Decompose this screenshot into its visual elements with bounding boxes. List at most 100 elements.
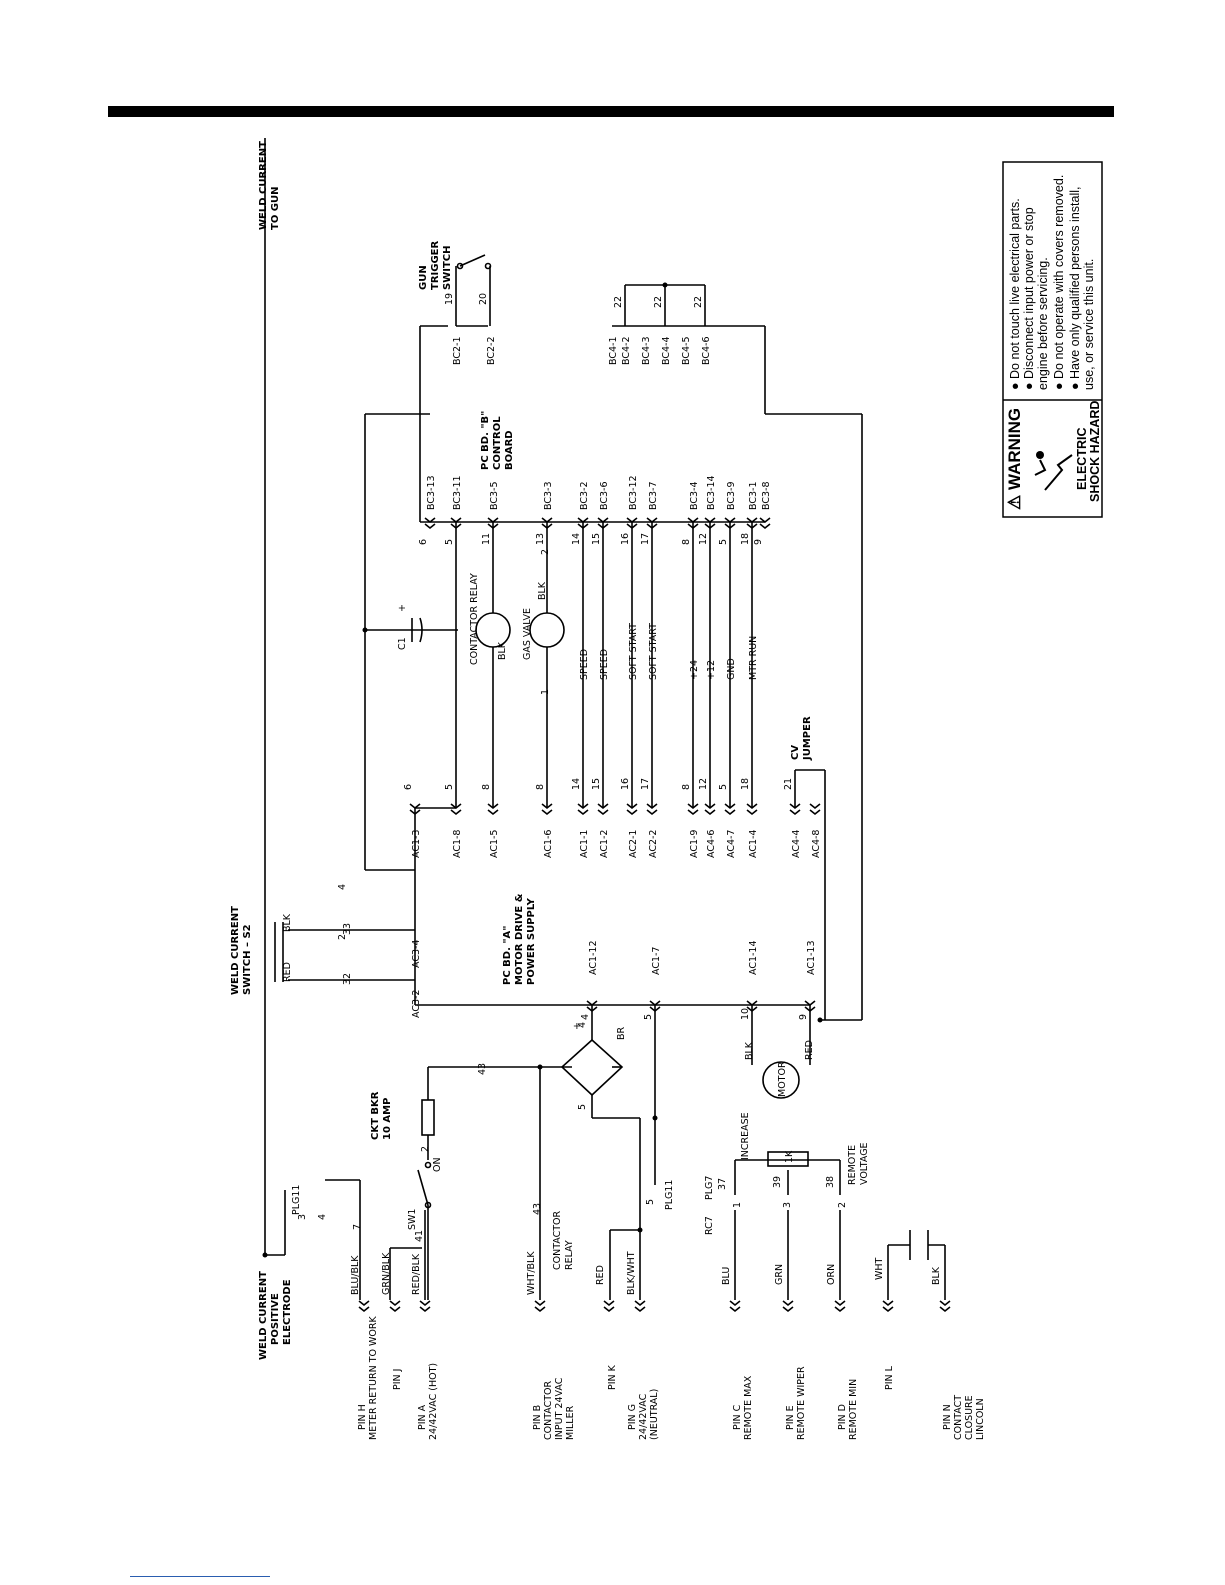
bc4-connector-label: BC4-3 <box>641 337 652 366</box>
bc-wire-number: 6 <box>418 539 429 545</box>
ac-connector-chevron <box>409 803 421 816</box>
motor-symbol <box>762 1061 800 1099</box>
bc-connector-label: BC3-6 <box>599 482 610 511</box>
pin-chevron <box>603 1300 615 1313</box>
pin-label: PIN NCONTACTCLOSURELINCOLN <box>942 1395 986 1440</box>
bc-wire-number: 16 <box>620 533 631 545</box>
misc-wire-label: 4 <box>577 1022 588 1028</box>
bc-connector-chevron <box>746 517 758 530</box>
bc2-connector-label: BC2-1 <box>452 337 463 366</box>
ac-wire-number: 18 <box>740 778 751 790</box>
misc-wire-label: + <box>572 1022 583 1030</box>
contactor-relay-label: CONTACTOR RELAY <box>469 573 480 665</box>
ac-connector-label: AC1-2 <box>599 830 610 858</box>
ac-connector-label: AC1-8 <box>452 830 463 858</box>
misc-wire-label: RED <box>804 1040 815 1060</box>
sw1-switch <box>417 1169 429 1206</box>
ac-wire-number: 16 <box>620 778 631 790</box>
misc-wire-label: 5 <box>577 1104 588 1110</box>
bc-connector-chevron <box>687 517 699 530</box>
bc4-wire-number: 22 <box>693 296 704 308</box>
plg11-top-label: PLG11 <box>291 1185 302 1215</box>
ac1-lower-label: AC1-14 <box>748 940 759 975</box>
increase-label: INCREASE <box>740 1112 751 1160</box>
ac-connector-label: AC4-8 <box>811 830 822 858</box>
remote-voltage-label: REMOTE VOLTAGE <box>847 1142 870 1185</box>
ac-connector-label: AC4-7 <box>726 830 737 858</box>
ac1-lower-chevron <box>586 1000 598 1013</box>
signal-label: MTR RUN <box>748 636 759 680</box>
pot-value-label: 1K <box>784 1150 795 1163</box>
bc-connector-label: BC3-1 <box>748 482 759 511</box>
bc-wire-number: 14 <box>571 533 582 545</box>
ac-wire-number: 12 <box>698 778 709 790</box>
wire-color-label: RED <box>595 1265 606 1285</box>
bc-wire-number: 9 <box>753 539 764 545</box>
pin-chevron <box>534 1300 546 1313</box>
pin-label: PIN CREMOTE MAX <box>732 1375 754 1440</box>
header-rule <box>108 106 1114 117</box>
bc4-connector-label: BC4-2 <box>621 337 632 366</box>
ac-connector-label: AC1-4 <box>748 830 759 858</box>
warning-item: ● Disconnect input power or stop <box>1022 207 1036 390</box>
ac1-lower-label: AC1-12 <box>588 940 599 975</box>
electric-shock-icon <box>1034 451 1073 491</box>
br-label: BR <box>616 1026 627 1040</box>
misc-wire-label: BLK <box>744 1041 755 1060</box>
wire-color-label: ORN <box>826 1264 837 1285</box>
ac1-lower-label: AC1-7 <box>651 947 662 975</box>
bc-wire-number: 11 <box>481 533 492 545</box>
ac-wire-number: 6 <box>403 784 414 790</box>
bc-wire-number: 13 <box>535 533 546 545</box>
ac-connector-label: AC1-1 <box>579 830 590 858</box>
wire-color-label: BLK/WHT <box>626 1251 637 1295</box>
c1-label: C1 <box>397 637 408 650</box>
weld-current-switch-label: WELD CURRENT SWITCH – S2 <box>230 903 253 995</box>
pin-label: PIN K <box>607 1364 618 1390</box>
ac1-lower-label: AC1-13 <box>806 940 817 975</box>
misc-wire-label: RED <box>282 962 293 982</box>
warning-item: use, or service this unit. <box>1082 259 1096 390</box>
components <box>262 254 823 1258</box>
pin-label: PIN G24/42VAC(NEUTRAL) <box>627 1389 660 1440</box>
bc-connector-chevron <box>577 517 589 530</box>
bc-connector-chevron <box>759 517 771 530</box>
ac-connector-label: AC4-4 <box>791 830 802 858</box>
bc-connector-chevron <box>626 517 638 530</box>
footer-link-rule <box>130 1576 270 1577</box>
ac3-connector-label: AC3-4 <box>411 940 422 968</box>
misc-wire-label: 37 <box>717 1178 728 1190</box>
wire-color-label: WHT <box>874 1257 885 1280</box>
pin-label: PIN L <box>884 1365 895 1390</box>
bc-connector-label: BC3-5 <box>489 482 500 511</box>
bc2-wire-number: 20 <box>478 293 489 305</box>
cv-jumper-label: CV JUMPER <box>790 716 813 761</box>
ac-wire-number: 17 <box>640 778 651 790</box>
ckt-bkr-label: CKT BKR 10 AMP <box>370 1088 393 1140</box>
ac1-lower-chevron <box>649 1000 661 1013</box>
warning-item: ● Do not touch live electrical parts. <box>1008 198 1022 390</box>
motor-label: MOTOR <box>777 1061 788 1097</box>
bc2-wire-number: 19 <box>444 293 455 305</box>
switch-wire-number: 2 <box>337 934 348 940</box>
pc-board-a-label: PC BD. "A" MOTOR DRIVE & POWER SUPPLY <box>502 890 537 985</box>
wires <box>264 138 946 1300</box>
warning-item: ● Have only qualified persons install, <box>1068 187 1082 391</box>
signal-label: SOFT START <box>628 623 639 680</box>
ac3-wire-number: 33 <box>342 923 353 935</box>
ac-connector-chevron <box>704 803 716 816</box>
ac-connector-chevron <box>487 803 499 816</box>
ac-connector-chevron <box>577 803 589 816</box>
bc-wire-number: 17 <box>640 533 651 545</box>
remote-voltage-pot <box>767 1151 809 1167</box>
bc-connector-label: BC3-14 <box>706 475 717 510</box>
misc-wire-label: 1 <box>732 1202 743 1208</box>
ac-connector-chevron <box>626 803 638 816</box>
ac-wire-number: 21 <box>783 778 794 790</box>
ac1-lower-chevron <box>804 1000 816 1013</box>
wire-color-label: BLK <box>931 1266 942 1285</box>
misc-wire-label: BLK <box>497 641 508 660</box>
misc-wire-label: 39 <box>772 1176 783 1188</box>
wire-color-label: BLU <box>721 1267 732 1285</box>
wire-color-label: GRN <box>774 1264 785 1285</box>
